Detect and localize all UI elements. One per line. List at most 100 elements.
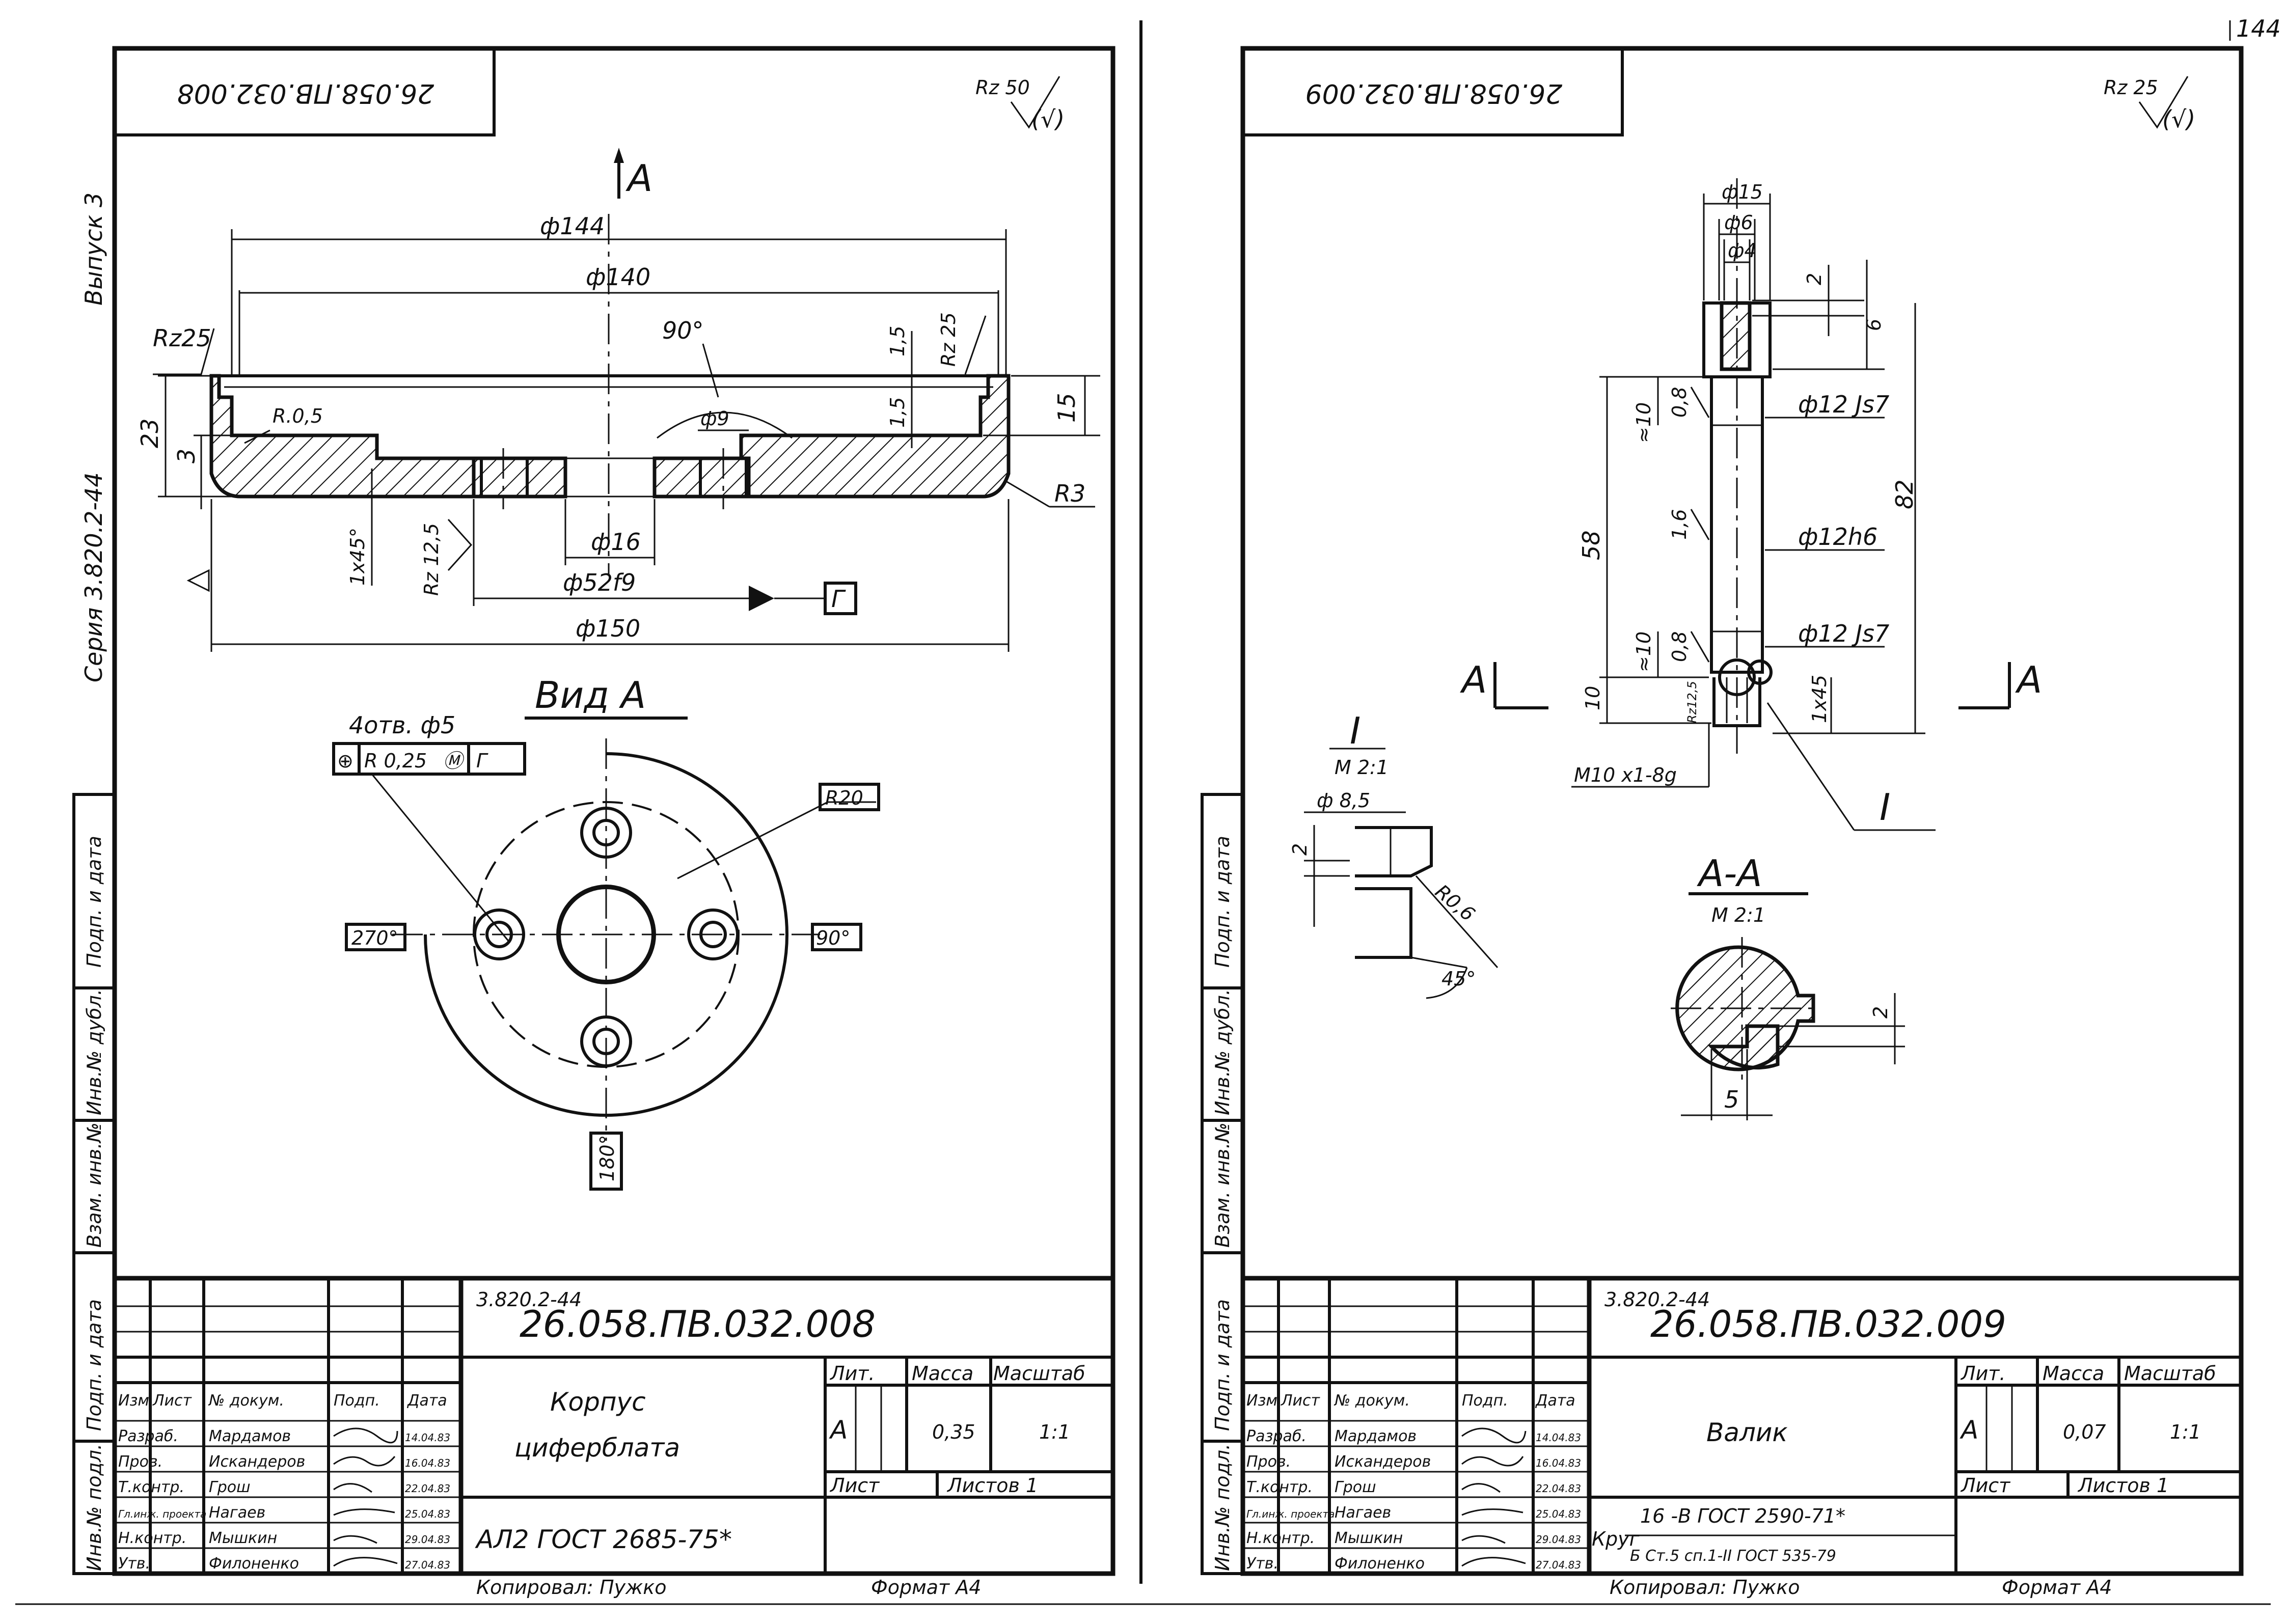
cut-mark-right: А <box>2015 658 2042 701</box>
dim-r05: R.0,5 <box>273 405 323 427</box>
tb-sheet: Лист <box>1960 1474 2011 1497</box>
tb-col-head: Лист <box>152 1392 193 1410</box>
tb-date: 16.04.83 <box>405 1457 450 1469</box>
dim-rz08a: 0,8 <box>1668 387 1691 418</box>
tb-lit-head: Лит. <box>829 1362 875 1385</box>
tb-col-head: Подп. <box>334 1392 380 1410</box>
section-h2: 2 <box>1869 1006 1892 1019</box>
dim-h82: 82 <box>1891 479 1918 509</box>
dial-body-section: ф144 ф140 Rz25 Rz 25 90° ф9 R.0,5 <box>136 212 1100 652</box>
dim-d9: ф9 <box>700 407 729 430</box>
tolerance-value: R 0,25 <box>364 750 427 772</box>
dim-rz25-right: Rz 25 <box>937 312 960 367</box>
left-roughness-symbol: (√) <box>1031 105 1065 133</box>
tb-mass: 0,35 <box>932 1421 975 1443</box>
dim-h10: 10 <box>1582 686 1604 710</box>
tb-sheets: Листов 1 <box>946 1474 1038 1497</box>
tb-col-head: Подп. <box>1462 1392 1508 1410</box>
left-stamp-label: Инв.№ дубл. <box>83 989 105 1115</box>
angle-label-180: 180° <box>596 1135 618 1181</box>
tb-person: Мышкин <box>209 1529 277 1547</box>
detail-scale: М 2:1 <box>1335 756 1389 779</box>
shaft-view: ф15 ф6 ф4 2 6 58 ≈10 ≈10 <box>1460 178 2042 831</box>
tb-mass-head: Масса <box>912 1362 973 1385</box>
tb-date: 29.04.83 <box>405 1533 450 1546</box>
dim-rz08b: 0,8 <box>1668 631 1691 662</box>
section-scale: М 2:1 <box>1711 904 1765 926</box>
tb-date: 29.04.83 <box>1536 1533 1581 1546</box>
tb-role: Разраб. <box>118 1427 178 1445</box>
tb-person: Мышкин <box>1335 1529 1403 1547</box>
tb-mass: 0,07 <box>2063 1421 2106 1443</box>
datum-g: Г <box>831 585 846 613</box>
holes-note: 4отв. ф5 <box>349 711 455 739</box>
angle-label-90: 90° <box>816 927 850 949</box>
dim-d12js7a: ф12 Js7 <box>1798 391 1889 418</box>
dim-h2: 2 <box>1803 273 1826 285</box>
tb-date: 27.04.83 <box>1536 1559 1581 1571</box>
right-roughness-symbol: (√) <box>2162 105 2195 133</box>
tb-col-head: № докум. <box>1334 1392 1410 1410</box>
tb-date: 22.04.83 <box>1536 1482 1581 1495</box>
tb-left-series: 3.820.2-44 <box>476 1288 582 1311</box>
left-code-box <box>113 47 496 136</box>
dim-rz125: Rz12,5 <box>1685 681 1699 723</box>
dim-d144: ф144 <box>540 212 605 240</box>
tb-date: 22.04.83 <box>405 1482 450 1495</box>
right-stamp-label: Подп. и дата <box>1211 1299 1234 1431</box>
tb-lit-head: Лит. <box>1960 1362 2006 1385</box>
tb-scale-head: Масштаб <box>2124 1362 2216 1385</box>
tb-role: Гл.инж. проекта <box>1246 1508 1335 1520</box>
left-title-block: 3.820.2-44 26.058.ПВ.032.008 Корпус цифе… <box>115 1276 1113 1599</box>
tb-sheets: Листов 1 <box>2077 1474 2169 1497</box>
tb-col-head: № докум. <box>208 1392 284 1410</box>
right-code-box <box>1241 47 1624 136</box>
dim-chamfer: 1х45° <box>346 528 369 586</box>
left-stamp-label: Подп. и дата <box>83 836 105 968</box>
tb-mass-head: Масса <box>2043 1362 2104 1385</box>
right-code-rotated: 26.058.ПВ.032.009 <box>1305 78 1563 108</box>
right-stamp-label: Подп. и дата <box>1211 836 1234 968</box>
tb-col-head: Дата <box>406 1392 447 1410</box>
tb-person: Искандеров <box>1335 1453 1431 1471</box>
section-a-a: А-А М 2:1 2 5 <box>1671 852 1905 1120</box>
dim-rz16: 1,6 <box>1668 509 1691 540</box>
tb-format: Формат А4 <box>2002 1576 2112 1599</box>
dim-h23: 23 <box>136 418 164 448</box>
dim-d12h6: ф12h6 <box>1798 523 1877 550</box>
dim-d15: ф15 <box>1722 181 1763 203</box>
dim-m10: М10 х1-8g <box>1574 764 1677 786</box>
dim-angle-90: 90° <box>662 317 704 344</box>
dim-h15b: 1,5 <box>886 397 909 428</box>
right-side-stamp: Подп. и дата Инв.№ дубл. Взам. инв.№ Под… <box>1201 793 1244 1575</box>
left-sheet: 26.058.ПВ.032.008 Rz 50 (√) Выпуск 3 Сер… <box>72 46 1115 1599</box>
tb-role: Т.контр. <box>118 1478 184 1496</box>
tb-person: Грош <box>1335 1478 1376 1496</box>
tb-scale: 1:1 <box>1039 1421 1070 1443</box>
left-series-vertical: Серия 3.820.2-44 <box>80 472 107 682</box>
tb-person: Мардамов <box>209 1427 291 1445</box>
tb-role: Гл.инж. проекта <box>118 1508 206 1520</box>
detail-callout: I <box>1880 786 1890 829</box>
tb-right-code: 26.058.ПВ.032.009 <box>1650 1303 2006 1345</box>
tb-copied: Копировал: Пужко <box>1610 1576 1800 1599</box>
detail-h2: 2 <box>1289 843 1311 856</box>
dim-d12js7b: ф12 Js7 <box>1798 620 1889 647</box>
tb-right-material-bottom: Б Ст.5 сп.1-II ГОСТ 535-79 <box>1630 1547 1836 1565</box>
tb-col-head: Лист <box>1281 1392 1321 1410</box>
tb-col-head: Изм <box>1246 1392 1277 1410</box>
dim-d140: ф140 <box>586 263 650 291</box>
tb-lit: А <box>1960 1415 1978 1445</box>
tb-left-name: циферблата <box>514 1433 680 1463</box>
tb-date: 27.04.83 <box>405 1559 450 1571</box>
tb-role: Т.контр. <box>1246 1478 1313 1496</box>
detail-i: I М 2:1 ф 8,5 2 R0,6 45° <box>1289 709 1499 999</box>
tb-role: Н.контр. <box>118 1529 186 1547</box>
tb-sheet: Лист <box>829 1474 880 1497</box>
dim-d4: ф4 <box>1728 239 1757 262</box>
tolerance-frame: ⊕ R 0,25 Ⓜ Г <box>332 742 526 776</box>
tb-right-series: 3.820.2-44 <box>1604 1288 1710 1311</box>
tb-role: Утв. <box>118 1555 150 1573</box>
section-title: А-А <box>1697 852 1762 895</box>
dim-h58: 58 <box>1577 530 1605 560</box>
